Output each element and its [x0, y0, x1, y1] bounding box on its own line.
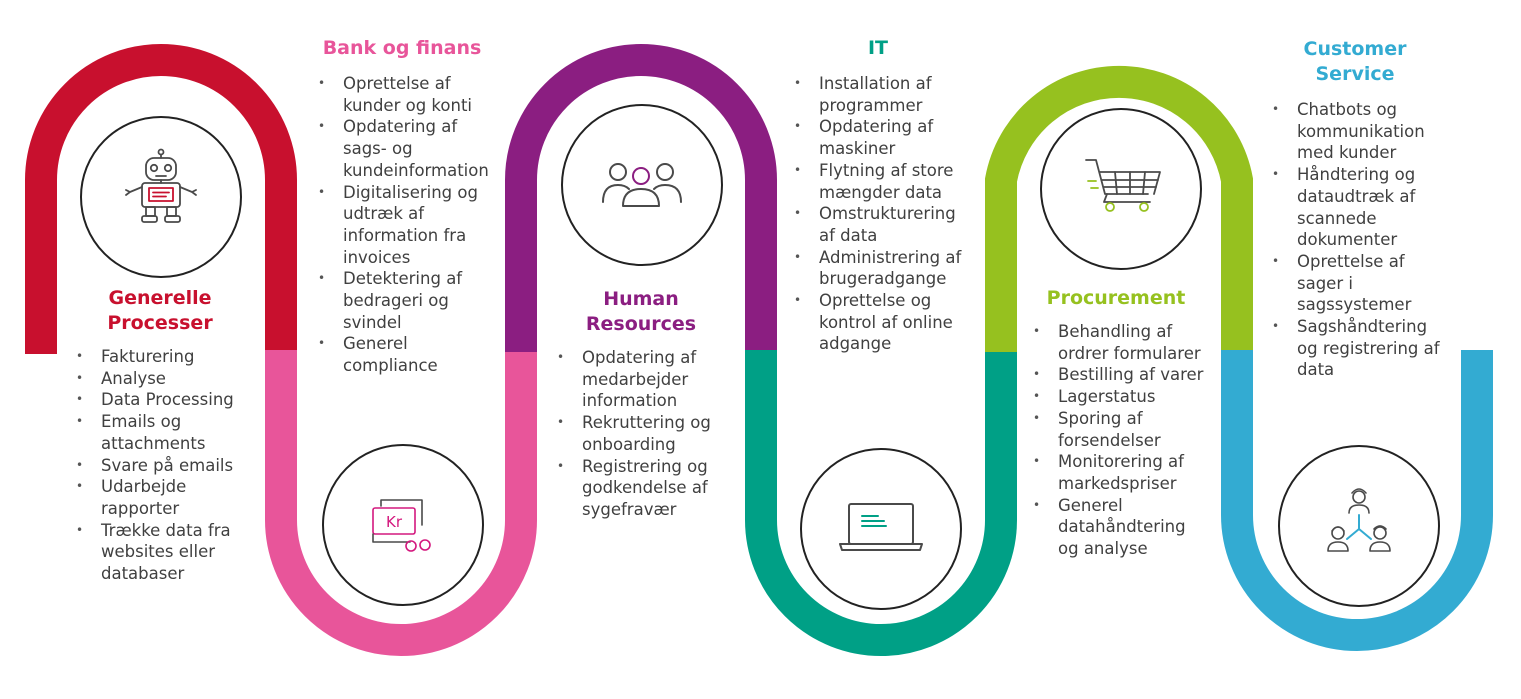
- list-item: Opdatering af maskiner: [790, 116, 947, 159]
- list-item: Detektering af bedrageri og svindel: [314, 268, 473, 333]
- ribbon-segment-bank-og-finans: [265, 350, 537, 656]
- generelle-processer-circle: [80, 116, 242, 278]
- list-item: Behandling af ordrer formularer: [1029, 321, 1203, 364]
- list-item: Digitalisering og udtræk af information …: [314, 182, 483, 269]
- kr-currency-icon: Kr: [372, 499, 431, 552]
- section-title-it: IT: [867, 37, 889, 59]
- it-circle: [800, 448, 962, 610]
- section-title-human-resources: Human Resources: [585, 288, 697, 335]
- bank-og-finans-circle: Kr: [322, 444, 484, 606]
- robot-icon: [125, 148, 197, 223]
- ribbon-segment-it: [745, 350, 1017, 656]
- list-item: Sagshåndtering og registrering af data: [1268, 316, 1442, 381]
- section-title-procurement: Procurement: [1046, 287, 1186, 309]
- customer-service-circle: [1278, 445, 1440, 607]
- list-item: Oprettelse og kontrol af online adgange: [790, 290, 959, 355]
- human-resources-circle: [561, 104, 723, 266]
- list-item: Lagerstatus: [1029, 386, 1219, 408]
- list-item: Fakturering: [72, 346, 262, 368]
- svg-text:Kr: Kr: [386, 513, 403, 531]
- human-resources-list: Opdatering af medarbejder information Re…: [553, 347, 733, 521]
- list-item: Bestilling af varer: [1029, 364, 1219, 386]
- procurement-circle: [1040, 108, 1202, 270]
- section-title-bank-og-finans: Bank og finans: [322, 37, 482, 59]
- procurement-list: Behandling af ordrer formularer Bestilli…: [1029, 321, 1219, 560]
- list-item: Installation af programmer: [790, 73, 947, 116]
- list-item: Trække data fra websites eller databaser: [72, 520, 246, 585]
- ribbon-segment-procurement: [985, 65, 1253, 352]
- list-item: Udarbejde rapporter: [72, 476, 221, 519]
- list-item: Opdatering af medarbejder information: [553, 347, 712, 412]
- list-item: Sporing af forsendelser: [1029, 408, 1178, 451]
- list-item: Svare på emails: [72, 455, 262, 477]
- list-item: Generel datahåndtering og analyse: [1029, 495, 1208, 560]
- list-item: Monitorering af markedspriser: [1029, 451, 1186, 494]
- list-item: Håndtering og dataudtræk af scannede dok…: [1268, 164, 1432, 251]
- list-item: Oprettelse af kunder og konti: [314, 73, 481, 116]
- list-item: Flytning af store mængder data: [790, 160, 959, 203]
- laptop-icon: [839, 503, 923, 551]
- bank-og-finans-list: Oprettelse af kunder og konti Opdatering…: [314, 73, 494, 377]
- list-item: Chatbots og kommunikation med kunder: [1268, 99, 1425, 164]
- list-item: Rekruttering og onboarding: [553, 412, 712, 455]
- list-item: Administrering af brugeradgange: [790, 247, 967, 290]
- customer-service-list: Chatbots og kommunikation med kunder Hån…: [1268, 99, 1458, 381]
- shopping-cart-icon: [1085, 159, 1161, 212]
- section-title-generelle-processer: Generelle Processer: [107, 287, 213, 334]
- list-item: Registrering og godkendelse af sygefravæ…: [553, 456, 712, 521]
- ribbon-segment-customer-service: [1221, 350, 1493, 651]
- list-item: Opdatering af sags- og kundeinformation: [314, 116, 493, 181]
- list-item: Generel compliance: [314, 333, 453, 376]
- generelle-processer-list: Fakturering Analyse Data Processing Emai…: [72, 346, 262, 585]
- ribbon-segment-human-resources: [505, 44, 777, 352]
- customer-network-icon: [1327, 488, 1391, 552]
- list-item: Omstrukturering af data: [790, 203, 959, 246]
- it-list: Installation af programmer Opdatering af…: [790, 73, 970, 355]
- section-title-customer-service: Customer Service: [1303, 38, 1407, 85]
- list-item: Analyse: [72, 368, 262, 390]
- list-item: Emails og attachments: [72, 411, 221, 454]
- list-item: Data Processing: [72, 389, 262, 411]
- list-item: Oprettelse af sager i sagssystemer: [1268, 251, 1417, 316]
- people-group-icon: [602, 163, 682, 207]
- ribbon-segment-generelle-processer: [24, 44, 297, 354]
